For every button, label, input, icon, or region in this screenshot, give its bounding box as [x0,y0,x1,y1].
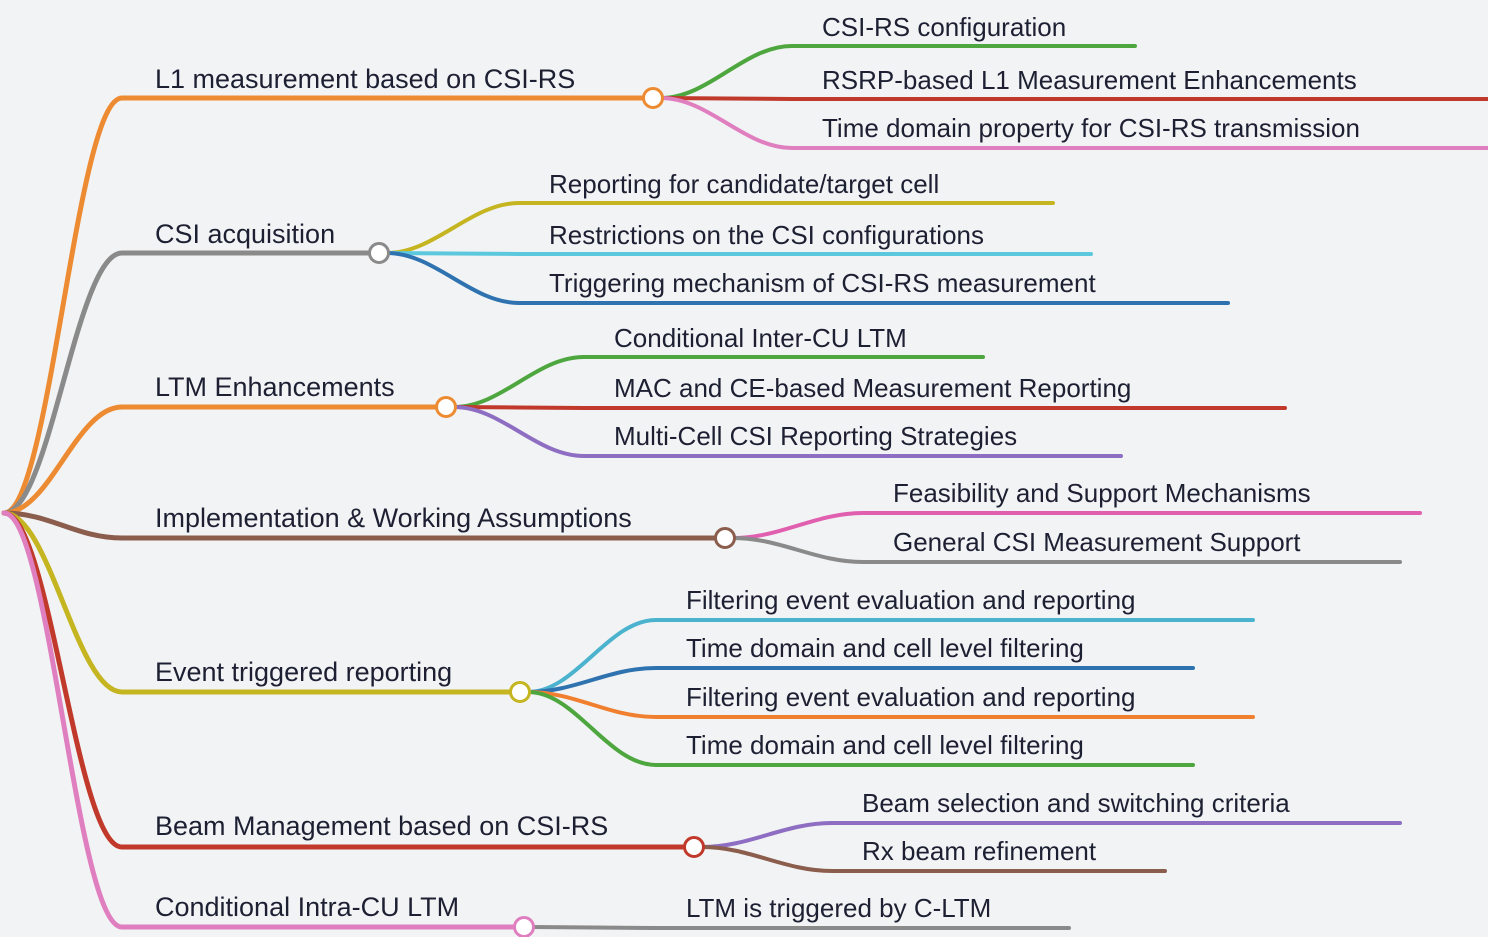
branch-edge-ltm-enhancements [1,404,449,516]
leaf-label-general-csi-measurement-support-3-1[interactable]: General CSI Measurement Support [893,527,1301,557]
leaf-edge-rsrp-based-l1-measurement-enhancements-0-1 [659,96,1488,101]
branch-edge-l1-measurement-based-on-csi-rs [1,95,656,516]
leaf-edge-restrictions-on-the-csi-configurations-1-1 [385,251,1093,256]
leaf-label-reporting-for-candidate-target-cell-1-0[interactable]: Reporting for candidate/target cell [549,169,940,199]
branch-label-beam-management-based-on-csi-rs[interactable]: Beam Management based on CSI-RS [155,811,609,841]
leaf-edge-triggering-mechanism-of-csi-rs-measurement-1-2 [385,251,1230,305]
leaf-label-multi-cell-csi-reporting-strategies-2-2[interactable]: Multi-Cell CSI Reporting Strategies [614,421,1018,451]
branch-node-implementation-working-assumptions[interactable] [714,527,736,549]
branch-label-l1-measurement-based-on-csi-rs[interactable]: L1 measurement based on CSI-RS [155,64,576,94]
leaf-edge-feasibility-and-support-mechanisms-3-0 [731,511,1422,540]
leaf-edge-rx-beam-refinement-5-1 [700,845,1167,873]
leaf-label-restrictions-on-the-csi-configurations-1-1[interactable]: Restrictions on the CSI configurations [549,220,984,250]
leaf-edge-multi-cell-csi-reporting-strategies-2-2 [452,405,1123,458]
branch-node-beam-management-based-on-csi-rs[interactable] [683,836,705,858]
branch-label-conditional-intra-cu-ltm[interactable]: Conditional Intra-CU LTM [155,892,460,922]
leaf-edge-time-domain-property-for-csi-rs-transmission-0-2 [659,96,1488,150]
leaf-label-rsrp-based-l1-measurement-enhancements-0-1[interactable]: RSRP-based L1 Measurement Enhancements [822,65,1357,95]
branch-label-event-triggered-reporting[interactable]: Event triggered reporting [155,657,453,687]
leaf-label-time-domain-and-cell-level-filtering-4-3[interactable]: Time domain and cell level filtering [686,730,1084,760]
leaf-label-filtering-event-evaluation-and-reporting-4-2[interactable]: Filtering event evaluation and reporting [686,682,1136,712]
branch-edge-csi-acquisition [1,250,382,516]
leaf-label-conditional-inter-cu-ltm-2-0[interactable]: Conditional Inter-CU LTM [614,323,907,353]
leaf-edge-mac-and-ce-based-measurement-reporting-2-1 [452,405,1287,410]
branch-edge-conditional-intra-cu-ltm [1,510,527,930]
leaf-label-time-domain-and-cell-level-filtering-4-1[interactable]: Time domain and cell level filtering [686,633,1084,663]
leaf-label-beam-selection-and-switching-criteria-5-0[interactable]: Beam selection and switching criteria [862,788,1290,818]
leaf-edge-reporting-for-candidate-target-cell-1-0 [385,201,1055,255]
leaf-edge-csi-rs-configuration-0-0 [659,44,1137,100]
branch-edge-implementation-working-assumptions [1,510,728,541]
branch-label-csi-acquisition[interactable]: CSI acquisition [155,219,336,249]
leaf-edge-general-csi-measurement-support-3-1 [731,536,1402,564]
leaf-edge-time-domain-and-cell-level-filtering-4-3 [526,690,1195,767]
branch-node-csi-acquisition[interactable] [368,242,390,264]
branch-node-conditional-intra-cu-ltm[interactable] [513,916,535,937]
leaf-label-rx-beam-refinement-5-1[interactable]: Rx beam refinement [862,836,1097,866]
branch-node-event-triggered-reporting[interactable] [509,681,531,703]
branch-label-ltm-enhancements[interactable]: LTM Enhancements [155,372,395,402]
leaf-edge-ltm-is-triggered-by-c-ltm-6-0 [530,925,1071,930]
leaf-label-time-domain-property-for-csi-rs-transmission-0-2[interactable]: Time domain property for CSI-RS transmis… [822,113,1360,143]
leaf-edge-time-domain-and-cell-level-filtering-4-1 [526,666,1195,694]
branch-label-implementation-working-assumptions[interactable]: Implementation & Working Assumptions [155,503,632,533]
leaf-label-filtering-event-evaluation-and-reporting-4-0[interactable]: Filtering event evaluation and reporting [686,585,1136,615]
branch-node-ltm-enhancements[interactable] [435,396,457,418]
leaf-label-feasibility-and-support-mechanisms-3-0[interactable]: Feasibility and Support Mechanisms [893,478,1311,508]
leaf-label-ltm-is-triggered-by-c-ltm-6-0[interactable]: LTM is triggered by C-LTM [686,893,992,923]
branch-node-l1-measurement-based-on-csi-rs[interactable] [642,87,664,109]
leaf-edge-filtering-event-evaluation-and-reporting-4-0 [526,618,1255,694]
leaf-edge-conditional-inter-cu-ltm-2-0 [452,355,985,409]
branch-edge-event-triggered-reporting [1,510,523,695]
leaf-label-mac-and-ce-based-measurement-reporting-2-1[interactable]: MAC and CE-based Measurement Reporting [614,373,1132,403]
leaf-label-csi-rs-configuration-0-0[interactable]: CSI-RS configuration [822,12,1067,42]
leaf-label-triggering-mechanism-of-csi-rs-measurement-1-2[interactable]: Triggering mechanism of CSI-RS measureme… [549,268,1096,298]
leaf-edge-beam-selection-and-switching-criteria-5-0 [700,821,1402,849]
